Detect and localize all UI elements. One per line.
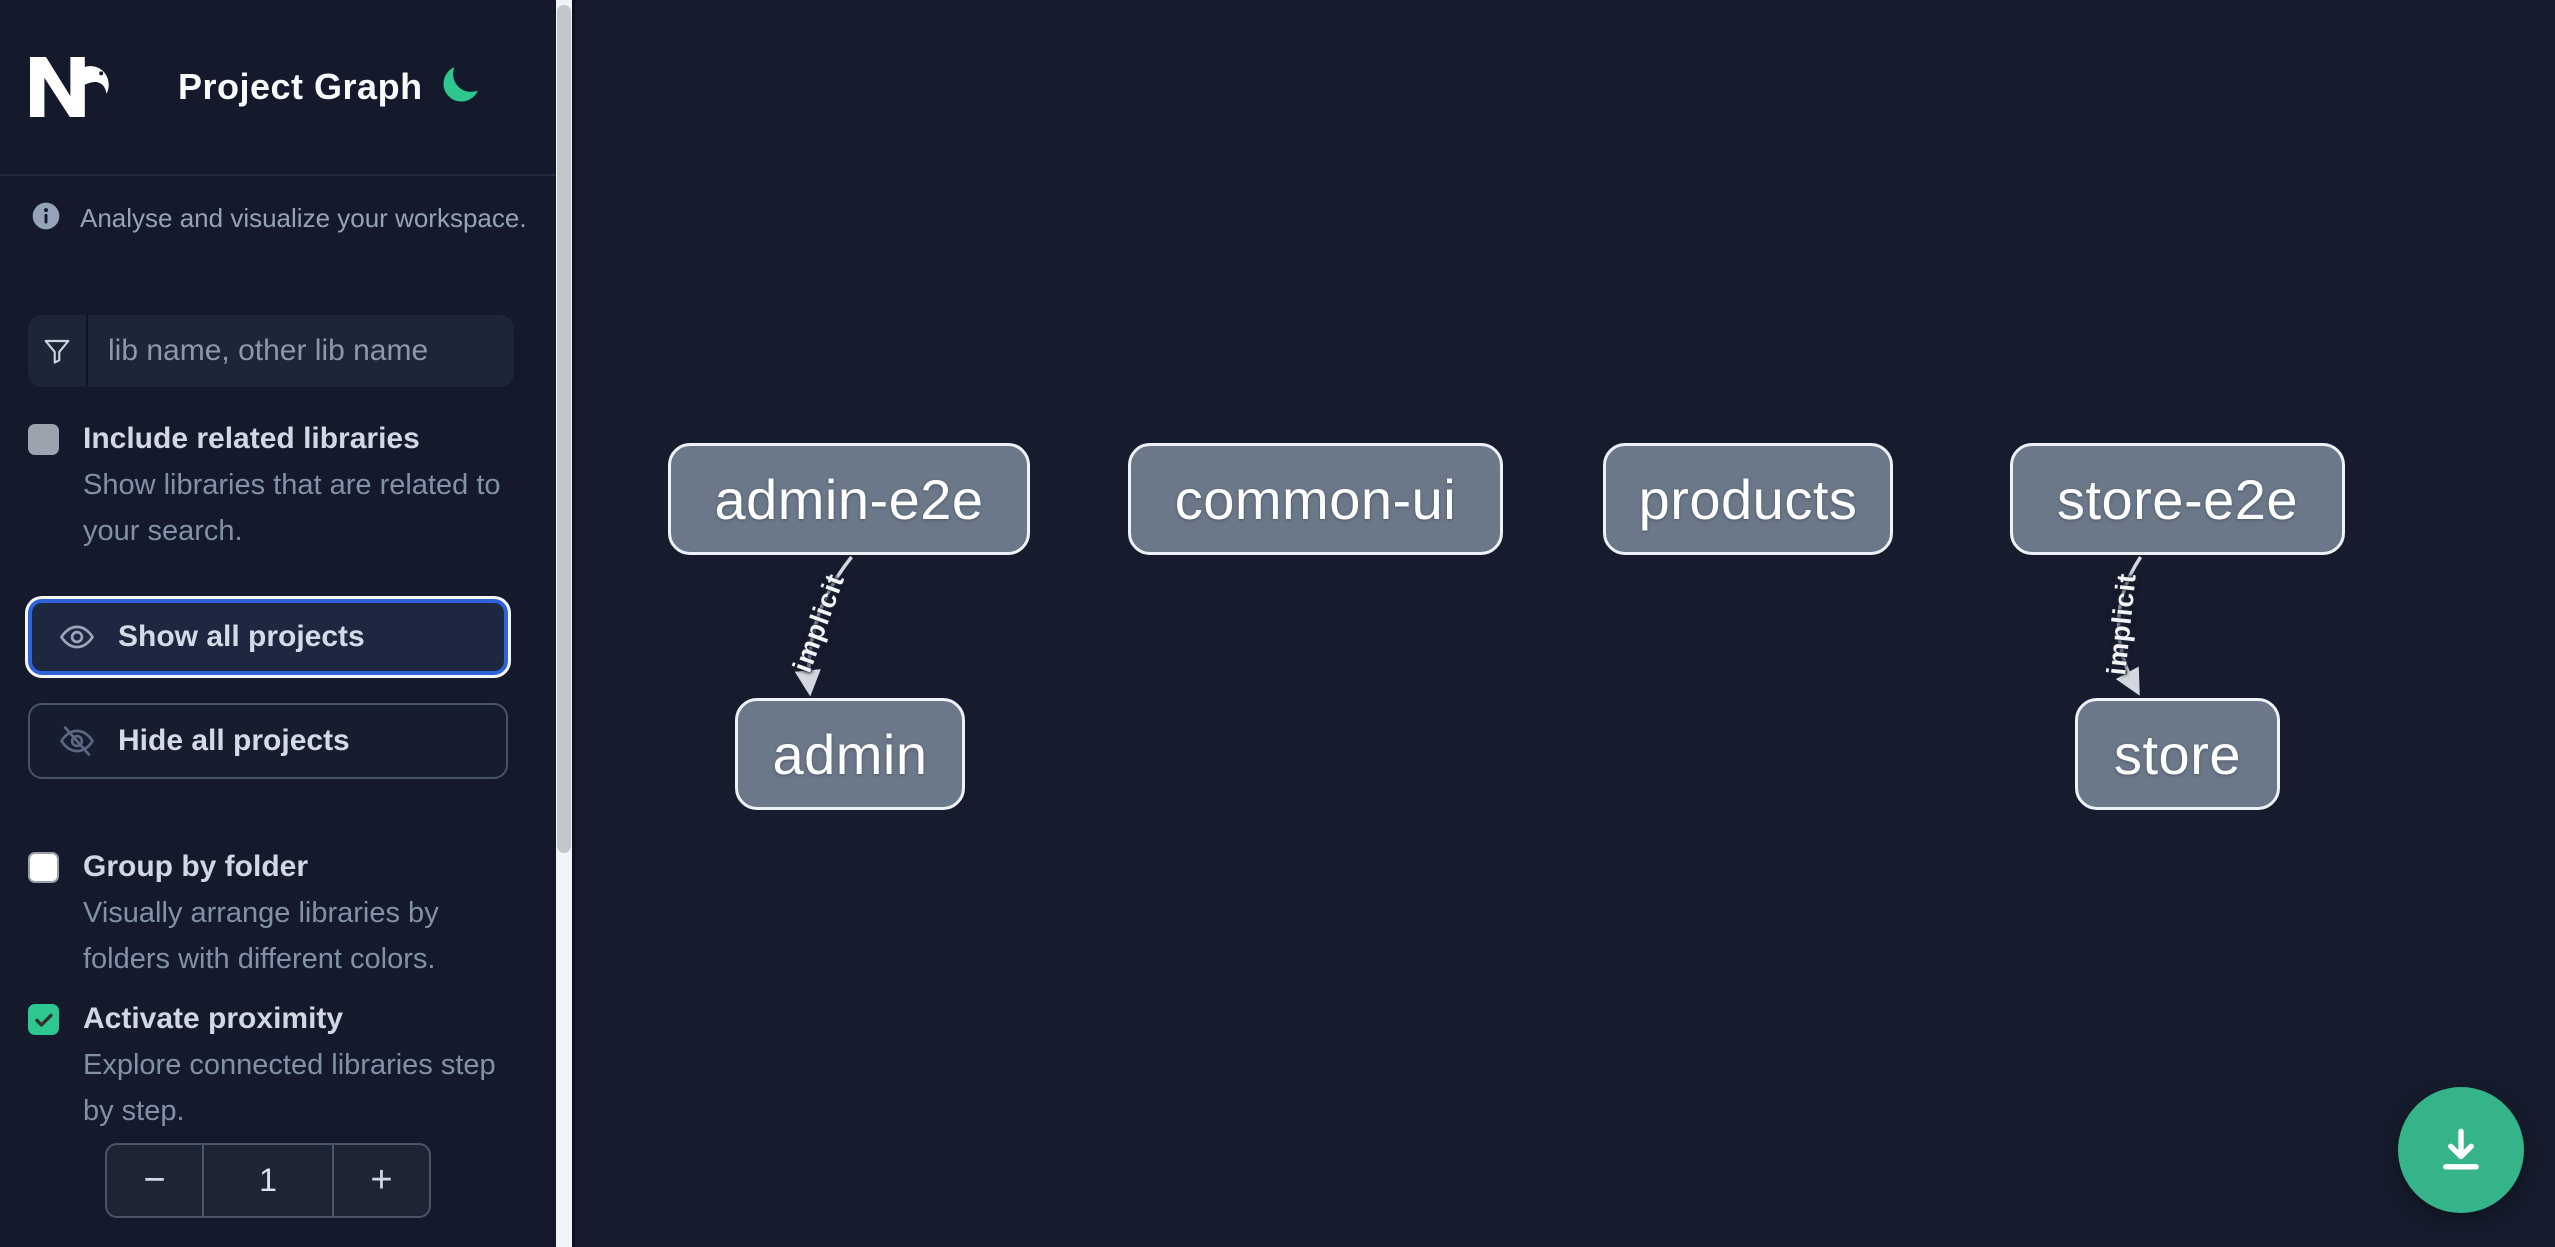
group-by-folder-description: Visually arrange libraries by folders wi… [83,897,439,975]
activate-proximity-row: Activate proximity Explore connected lib… [28,1000,533,1134]
graph-node-store-e2e[interactable]: store-e2e [2010,443,2345,555]
graph-node-store[interactable]: store [2075,698,2280,810]
filter-input[interactable] [88,315,514,387]
sidebar-scrollbar[interactable] [556,0,572,1247]
proximity-stepper: − 1 + [105,1143,431,1218]
graph-node-products[interactable]: products [1603,443,1893,555]
graph-node-admin[interactable]: admin [735,698,965,810]
filter-icon-cell [28,315,88,387]
nx-logo [30,57,109,117]
group-by-folder-checkbox[interactable] [28,852,59,883]
page-title: Project Graph [178,66,423,107]
funnel-icon [44,339,70,364]
hide-all-projects-label: Hide all projects [118,724,350,757]
group-by-folder-row: Group by folder Visually arrange librari… [28,848,533,982]
hide-all-projects-button[interactable]: Hide all projects [28,703,508,779]
scrollbar-thumb[interactable] [557,5,571,853]
edge-layer [794,555,2143,697]
theme-toggle-button[interactable] [436,62,484,110]
info-icon [32,202,60,230]
include-related-label: Include related libraries [83,422,420,455]
sidebar: Project Graph Analyse and visualize your… [0,0,556,1247]
proximity-value[interactable]: 1 [202,1145,334,1216]
increment-button[interactable]: + [334,1145,429,1216]
workspace-info: Analyse and visualize your workspace. [30,200,530,235]
include-related-checkbox[interactable] [28,424,59,455]
eye-off-icon [60,726,94,756]
edge-admin-e2e-admin [794,555,853,697]
decrement-button[interactable]: − [107,1145,202,1216]
eye-icon [60,625,94,649]
activate-proximity-checkbox[interactable] [28,1004,59,1035]
activate-proximity-label: Activate proximity [83,1002,344,1035]
show-all-projects-label: Show all projects [118,620,365,653]
edge-store-e2e-store [2115,556,2143,696]
graph-node-common-ui[interactable]: common-ui [1128,443,1503,555]
sidebar-header: Project Graph [0,0,556,176]
show-all-projects-button[interactable]: Show all projects [28,599,508,675]
group-by-folder-label: Group by folder [83,850,308,883]
activate-proximity-description: Explore connected libraries step by step… [83,1049,496,1127]
download-icon [2443,1128,2479,1170]
download-graph-button[interactable] [2398,1087,2524,1213]
info-text: Analyse and visualize your workspace. [80,203,527,233]
check-icon [34,1013,53,1027]
filter-box [28,315,514,387]
include-related-row: Include related libraries Show libraries… [28,420,533,554]
graph-node-admin-e2e[interactable]: admin-e2e [668,443,1030,555]
include-related-description: Show libraries that are related to your … [83,469,501,547]
moon-icon [443,66,478,101]
